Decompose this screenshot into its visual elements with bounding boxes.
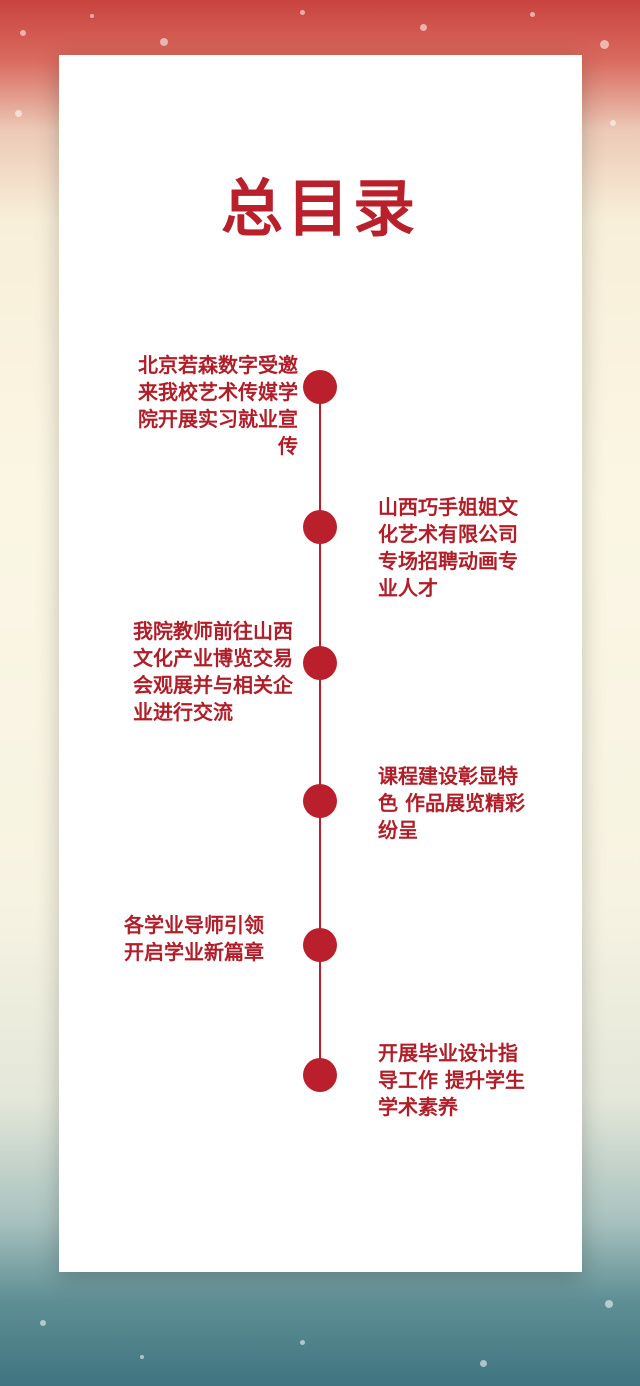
timeline-entry-4[interactable]: 课程建设彰显特色 作品展览精彩纷呈 [378, 764, 525, 842]
timeline-entry-3[interactable]: 我院教师前往山西文化产业博览交易会观展并与相关企业进行交流 [133, 619, 293, 724]
timeline-entry-5[interactable]: 各学业导师引领 开启学业新篇章 [124, 913, 264, 964]
timeline-node-4 [303, 784, 337, 818]
timeline-node-2 [303, 510, 337, 544]
page-title: 总目录 [220, 172, 419, 245]
timeline-node-6 [303, 1058, 337, 1092]
timeline-axis [319, 385, 321, 1075]
timeline-node-5 [303, 928, 337, 962]
timeline-node-3 [303, 646, 337, 680]
timeline-entry-2[interactable]: 山西巧手姐姐文化艺术有限公司专场招聘动画专业人才 [378, 495, 518, 600]
timeline-entry-1[interactable]: 北京若森数字受邀来我校艺术传媒学院开展实习就业宣传 [138, 353, 298, 458]
timeline-node-1 [303, 370, 337, 404]
timeline-entry-6[interactable]: 开展毕业设计指导工作 提升学生学术素养 [378, 1041, 525, 1119]
